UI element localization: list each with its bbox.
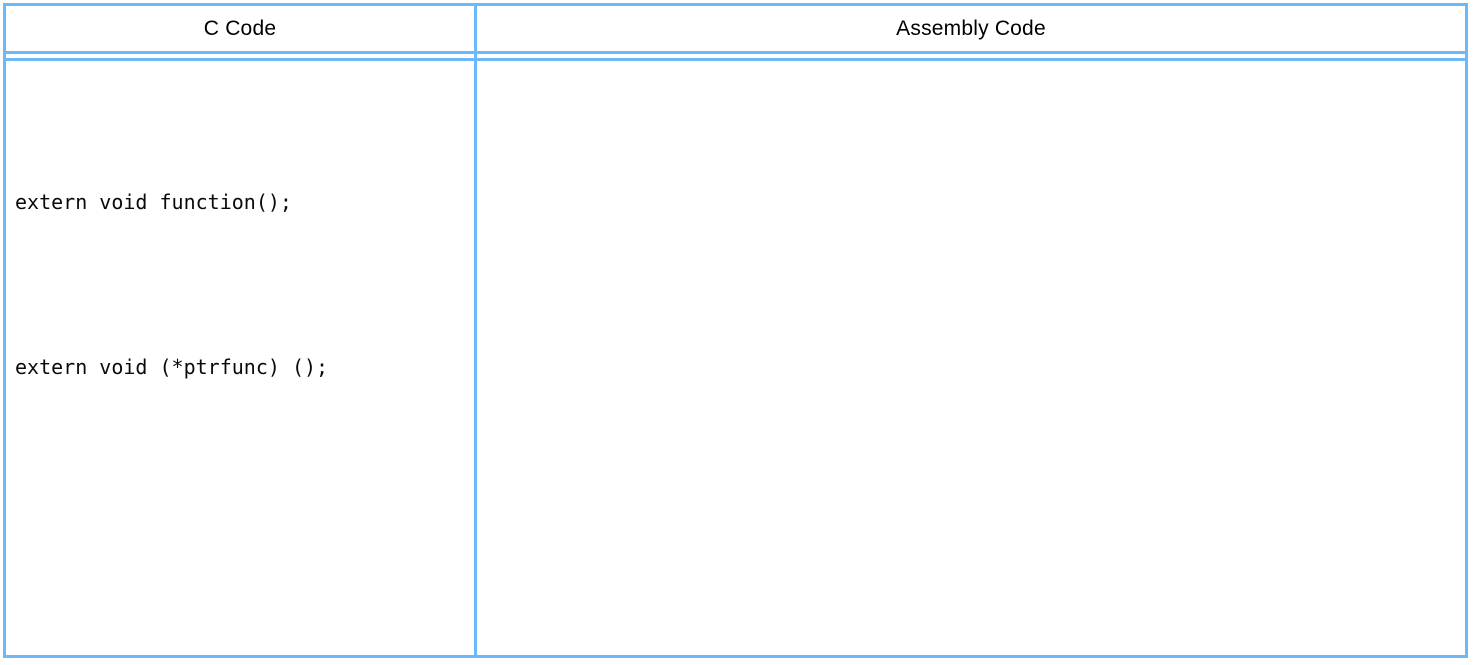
assembly-code-line: [477, 450, 1465, 505]
assembly-mnemonic: [484, 230, 722, 285]
code-comparison-table: C Code Assembly Code extern void functio…: [3, 3, 1468, 658]
header-divider: [6, 54, 1465, 61]
assembly-code-block: .section .text lis r11,ptrfunc@ha lis r9…: [477, 61, 1465, 655]
c-code-line: [6, 505, 474, 560]
c-code-line: extern void function();: [15, 190, 292, 214]
c-code-line: extern void (*ptrfunc) ();: [15, 355, 329, 379]
c-code-block: extern void function(); extern void (*pt…: [6, 61, 474, 655]
header-divider-right: [477, 54, 1465, 58]
assembly-mnemonic: [484, 450, 722, 505]
header-divider-left: [6, 54, 477, 58]
cell-c-code: extern void function(); extern void (*pt…: [6, 61, 477, 655]
table-header-row: C Code Assembly Code: [6, 6, 1465, 54]
table-body-row: extern void function(); extern void (*pt…: [6, 61, 1465, 655]
assembly-code-line: [477, 230, 1465, 285]
column-header-assembly-code: Assembly Code: [896, 16, 1046, 40]
cell-assembly-code: .section .text lis r11,ptrfunc@ha lis r9…: [477, 61, 1465, 655]
column-header-c-code: C Code: [6, 6, 477, 51]
